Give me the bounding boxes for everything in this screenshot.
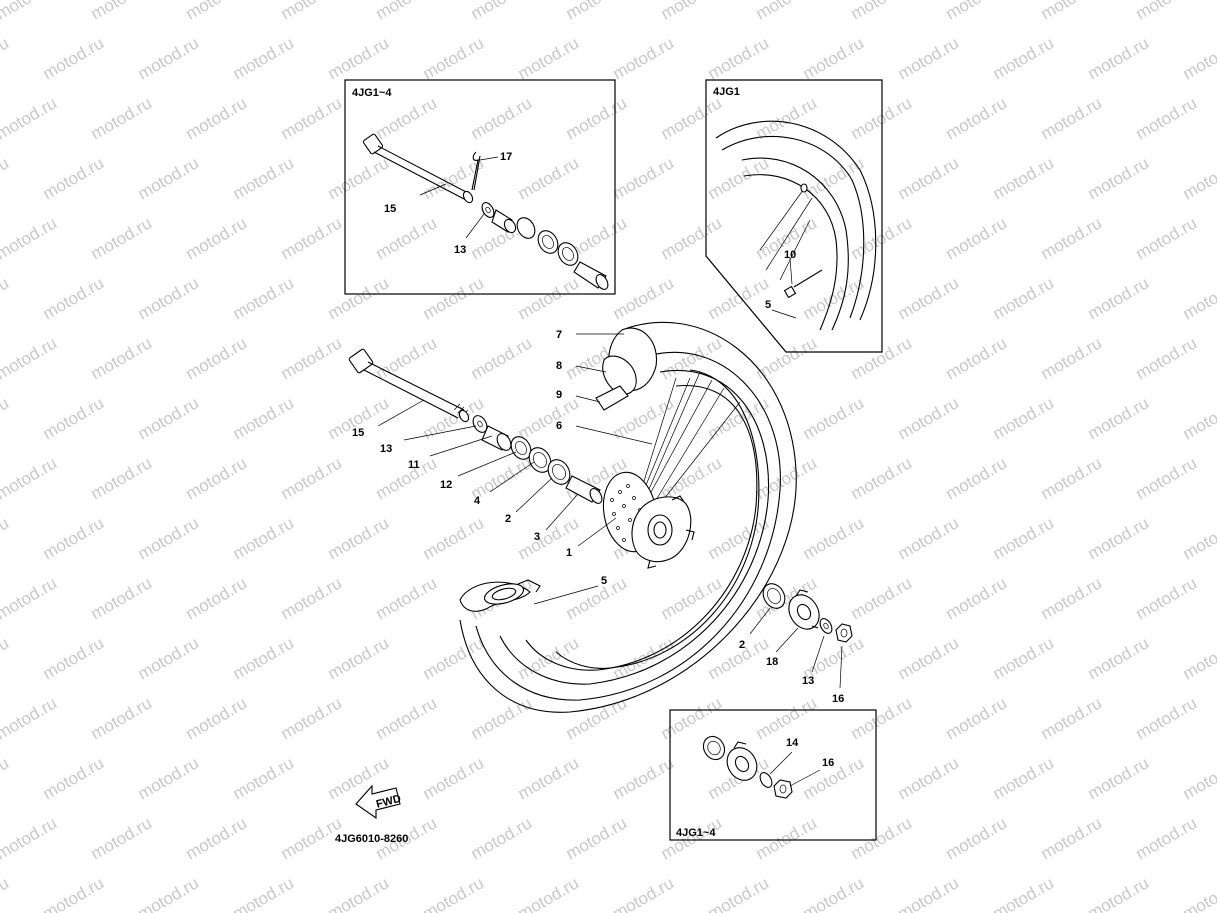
tire-inset-label: 4JG1: [713, 86, 740, 98]
label-16-inset: 16: [822, 757, 834, 769]
axle-inset-frame: [344, 79, 616, 295]
washer-small: [481, 202, 495, 218]
right-side-parts: [762, 583, 853, 643]
label-14: 14: [786, 737, 799, 749]
label-6: 6: [556, 420, 562, 432]
label-4: 4: [474, 495, 481, 507]
label-15-inset: 15: [384, 203, 396, 215]
tire-outer: [459, 321, 797, 713]
collar-main: [481, 425, 512, 451]
label-18: 18: [766, 656, 778, 668]
label-10: 10: [784, 249, 796, 261]
bearing-small-1: [537, 230, 559, 254]
hub: [602, 471, 695, 569]
axle-inset-label: 4JG1~4: [352, 87, 392, 99]
axle-nut: [835, 623, 853, 643]
label-5-inset: 5: [765, 299, 771, 311]
wheel-assembly: [459, 321, 797, 713]
label-2: 2: [505, 513, 511, 525]
nut-inset-label: 4JG1~4: [676, 827, 716, 839]
collar-small: [491, 209, 517, 234]
nut-inset: 4JG1~4 14 16: [669, 709, 877, 841]
label-15: 15: [352, 427, 364, 439]
tire-inset: 4JG1 10 5: [705, 79, 883, 353]
diagram-code: 4JG6010-8260: [335, 833, 408, 845]
bearing-small-2: [557, 242, 579, 266]
valve-cap: [783, 285, 797, 299]
part-labels: 7 8 9 6 15 13 11 12 4 2 3 1 5 2 18 13 16: [352, 329, 844, 705]
tube-section: [602, 355, 637, 395]
speedometer-gear: [788, 589, 820, 630]
cotter-pin: [471, 151, 481, 191]
label-13: 13: [380, 443, 392, 455]
label-2-right: 2: [739, 639, 745, 651]
axle-inset: 4JG1~4 15 13 17: [344, 79, 616, 295]
label-3: 3: [534, 531, 540, 543]
washer-right: [819, 618, 833, 634]
rim-band: [595, 385, 629, 411]
label-12: 12: [440, 479, 452, 491]
label-5: 5: [601, 575, 607, 587]
oil-seal-main: [510, 436, 532, 460]
bearing-right: [762, 583, 786, 609]
label-17: 17: [500, 151, 512, 163]
washer-main: [472, 415, 488, 433]
label-9: 9: [556, 389, 562, 401]
label-11: 11: [408, 459, 420, 471]
axle-small: [362, 133, 474, 204]
tire-inset-frame: [705, 79, 883, 353]
label-8: 8: [556, 360, 562, 372]
fwd-arrow-icon: FWD: [355, 784, 402, 820]
spacer-small: [573, 261, 609, 290]
leader-lines: [377, 333, 843, 689]
main-axle-assembly: [348, 348, 603, 504]
oil-seal-small: [516, 217, 536, 239]
spacer-main: [565, 475, 603, 504]
nut-inset-frame: [669, 709, 877, 841]
label-13-right: 13: [802, 675, 814, 687]
label-16: 16: [832, 693, 844, 705]
label-7: 7: [556, 329, 562, 341]
label-13-inset: 13: [454, 244, 466, 256]
axle-main: [348, 348, 470, 423]
label-1: 1: [566, 547, 572, 559]
